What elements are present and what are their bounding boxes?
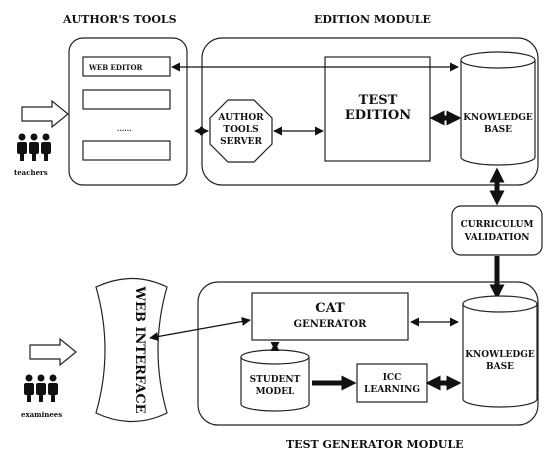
teachers-input-arrow	[21, 99, 69, 129]
web-interface-label: WEB INTERFACE	[132, 285, 147, 413]
icc-learning-box	[356, 363, 428, 403]
web-editor-box	[82, 56, 171, 77]
interface-cat-arrow	[149, 316, 251, 342]
test-edition-box	[324, 56, 431, 162]
student-model-label-2: MODEL	[256, 387, 295, 397]
kb-bottom-label-2: BASE	[486, 362, 514, 372]
server-label-2: TOOLS	[223, 125, 258, 135]
test-generator-module-title: TEST GENERATOR MODULE	[286, 438, 464, 451]
web-editor-label: WEB EDITOR	[88, 63, 143, 72]
tool-dots: ......	[117, 124, 132, 133]
teachers-label: teachers	[14, 168, 48, 177]
author-tools-title: AUTHOR'S TOOLS	[62, 13, 177, 26]
validation-label-2: VALIDATION	[463, 233, 529, 243]
generator-label: GENERATOR	[294, 319, 368, 330]
test-generator-panel	[197, 281, 539, 426]
author-tools-server-octagon	[209, 99, 273, 163]
examinees-icon	[24, 374, 58, 402]
cat-generator-box	[251, 292, 409, 341]
kb-bottom-label-1: KNOWLEDGE	[465, 350, 535, 360]
cat-label: CAT	[315, 301, 345, 316]
kb-top-label-1: KNOWLEDGE	[463, 113, 533, 123]
teachers-icon	[17, 133, 51, 161]
student-model-label-1: STUDENT	[250, 375, 301, 385]
server-label-3: SERVER	[220, 137, 262, 147]
curriculum-validation-box	[451, 205, 543, 256]
knowledge-base-cylinder-bottom	[462, 295, 538, 408]
web-interface-shape	[95, 278, 168, 422]
server-label-1: AUTHOR	[217, 113, 264, 123]
icc-label-2: LEARNING	[364, 385, 420, 395]
edition-module-title: EDITION MODULE	[314, 13, 431, 26]
examinees-input-arrow	[29, 337, 77, 367]
knowledge-base-cylinder-top	[460, 51, 536, 166]
icc-label-1: ICC	[383, 373, 402, 383]
edition-module-panel	[201, 37, 539, 186]
tool-box-3	[82, 140, 171, 161]
validation-label-1: CURRICULUM	[461, 220, 534, 230]
test-edition-label-1: TEST	[359, 93, 398, 108]
tool-box-2	[82, 89, 171, 110]
kb-top-label-2: BASE	[484, 125, 512, 135]
test-edition-label-2: EDITION	[345, 108, 411, 123]
examinees-label: examinees	[21, 410, 62, 419]
author-tools-panel	[68, 37, 188, 186]
